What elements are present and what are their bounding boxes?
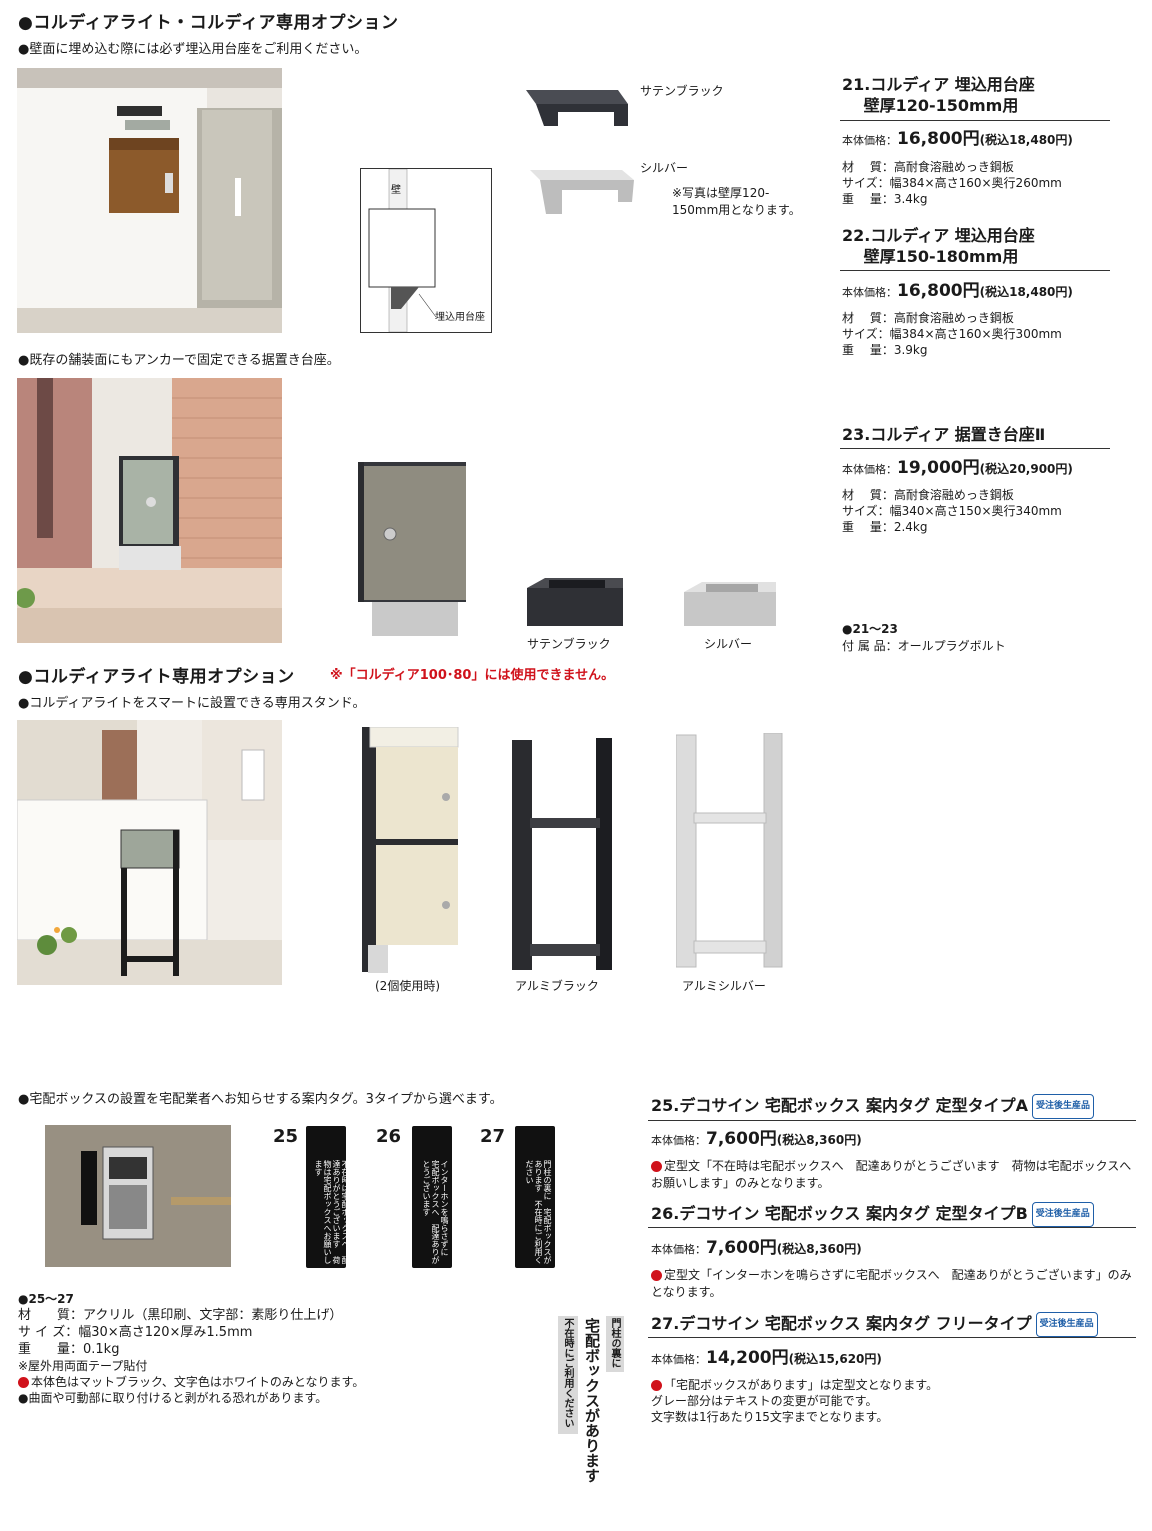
photo-note: ※写真は壁厚120- 150mm用となります。 (672, 186, 801, 217)
diagram-base-label: 埋込用台座 (435, 312, 485, 323)
product-25-desc: 定型文「不在時は宅配ボックスへ 配達ありがとうございます 荷物は宅配ボックスへお… (651, 1159, 1132, 1190)
anchor-note: ●既存の舗装面にもアンカーで固定できる据置き台座。 (18, 353, 340, 368)
product-23-title: 23.コルディア 据置き台座Ⅱ (842, 425, 1046, 444)
product-21-price: 本体価格：16,800円(税込18,480円) (842, 129, 1073, 149)
photo-embedded-wall (17, 68, 282, 333)
tag-number-26: 26 (376, 1126, 402, 1147)
section3-note3: ●曲面や可動部に取り付けると剥がれる恐れがあります。 (18, 1391, 328, 1405)
tag-26-text: インターホンを鳴らさずに 宅配ボックスへ 配達ありがとうございます (422, 1160, 449, 1264)
tag-27-text: 門柱の裏に 宅配ボックスがあります 不在時にご利用ください (525, 1160, 552, 1264)
section2-heading: ●コルディアライト専用オプション (18, 667, 295, 687)
stand-base-silver-image (684, 582, 776, 630)
stand-double-mailbox-image (360, 726, 460, 981)
made-to-order-badge: 受注後生産品 (1031, 1202, 1094, 1227)
tag-25-text: 不在時は宅配ボックスへ 配達ありがとうございます 荷物は宅配ボックスへお願いしま… (314, 1160, 350, 1264)
caption-aluminum-black: アルミブラック (515, 979, 599, 993)
embed-black-label: サテンブラック (640, 84, 724, 98)
red-bullet (18, 1377, 29, 1388)
red-bullet (651, 1380, 662, 1391)
section1-heading: ●コルディアライト・コルディア専用オプション (18, 13, 399, 33)
accessory-range: ●21～23 (842, 622, 898, 636)
tag-26-image: インターホンを鳴らさずに 宅配ボックスへ 配達ありがとうございます (412, 1126, 452, 1268)
mailbox-on-base-image (358, 462, 468, 646)
diagram-wall-label: 壁 (391, 185, 401, 196)
stand-silver-label: シルバー (704, 637, 753, 651)
section3-note: ●宅配ボックスの設置を宅配業者へお知らせする案内タグ。3タイプから選べます。 (18, 1092, 503, 1107)
sign-sample-c: 門柱の裏に (609, 1318, 620, 1368)
product-22-price: 本体価格：16,800円(税込18,480円) (842, 281, 1073, 301)
photo-tag-installed (45, 1125, 231, 1267)
stand-aluminum-black-image (512, 738, 612, 982)
sign-sample-a: 不在時にご利用ください (562, 1318, 573, 1428)
made-to-order-badge: 受注後生産品 (1031, 1094, 1094, 1119)
red-bullet (651, 1161, 662, 1172)
caption-aluminum-silver: アルミシルバー (682, 979, 766, 993)
product-22-title: 22.コルディア 埋込用台座 壁厚150-180mm用 (842, 226, 1035, 266)
sign-sample-b: 宅配ボックスがあります (583, 1318, 601, 1483)
photo-freestanding-base (15, 378, 282, 643)
stand-aluminum-silver-image (675, 732, 786, 977)
sign-sample-grey-c (606, 1316, 624, 1372)
stand-base-black-image (527, 578, 623, 630)
tag-27-image: 門柱の裏に 宅配ボックスがあります 不在時にご利用ください (515, 1126, 555, 1268)
tag-25-image: 不在時は宅配ボックスへ 配達ありがとうございます 荷物は宅配ボックスへお願いしま… (306, 1126, 350, 1268)
tag-number-25: 25 (273, 1126, 299, 1147)
product-21-title: 21.コルディア 埋込用台座 壁厚120-150mm用 (842, 75, 1035, 115)
product-21-spec: 材 質：高耐食溶融めっき鋼板 サイズ：幅384×高さ160×奥行260mm 重 … (842, 160, 1062, 206)
section3-note1: ※屋外用両面テープ貼付 (18, 1359, 148, 1373)
product-27-title: 27.デコサイン 宅配ボックス 案内タグ フリータイプ受注後生産品 (651, 1312, 1098, 1337)
photo-stand-scene (16, 720, 282, 985)
product-22-spec: 材 質：高耐食溶融めっき鋼板 サイズ：幅384×高さ160×奥行300mm 重 … (842, 311, 1062, 357)
section3-spec: 材 質：アクリル（黒印刷、文字部：素彫り仕上げ） サ イ ズ：幅30×高さ120… (18, 1308, 343, 1357)
red-bullet (651, 1270, 662, 1281)
embed-silver-label: シルバー (640, 161, 689, 175)
accessory-text: 付 属 品：オールプラグボルト (842, 639, 1006, 653)
product-27-desc: 「宅配ボックスがあります」は定型文となります。 グレー部分はテキストの変更が可能… (651, 1378, 939, 1424)
made-to-order-badge: 受注後生産品 (1035, 1312, 1098, 1337)
section3-range: ●25～27 (18, 1292, 74, 1306)
caption-two-units: (2個使用時) (375, 979, 440, 993)
product-27-price: 本体価格：14,200円(税込15,620円) (651, 1348, 882, 1368)
product-23-price: 本体価格：19,000円(税込20,900円) (842, 458, 1073, 478)
section3-note2: 本体色はマットブラック、文字色はホワイトのみとなります。 (18, 1373, 364, 1390)
product-26-price: 本体価格：7,600円(税込8,360円) (651, 1238, 862, 1258)
embed-base-black-image (522, 82, 632, 136)
sign-sample-grey-a (558, 1316, 578, 1434)
product-26-desc: 定型文「インターホンを鳴らさずに宅配ボックスへ 配達ありがとうございます」のみと… (651, 1268, 1132, 1299)
product-25-price: 本体価格：7,600円(税込8,360円) (651, 1129, 862, 1149)
section2-note: ●コルディアライトをスマートに設置できる専用スタンド。 (18, 696, 366, 711)
embed-note: ●壁面に埋め込む際には必ず埋込用台座をご利用ください。 (18, 42, 368, 57)
embed-base-silver-image (526, 160, 636, 224)
tag-number-27: 27 (480, 1126, 506, 1147)
product-23-spec: 材 質：高耐食溶融めっき鋼板 サイズ：幅340×高さ150×奥行340mm 重 … (842, 488, 1062, 534)
stand-black-label: サテンブラック (527, 637, 611, 651)
embed-diagram: 壁 埋込用台座 (360, 168, 492, 333)
section2-warning: ※「コルディア100･80」には使用できません。 (330, 668, 615, 683)
